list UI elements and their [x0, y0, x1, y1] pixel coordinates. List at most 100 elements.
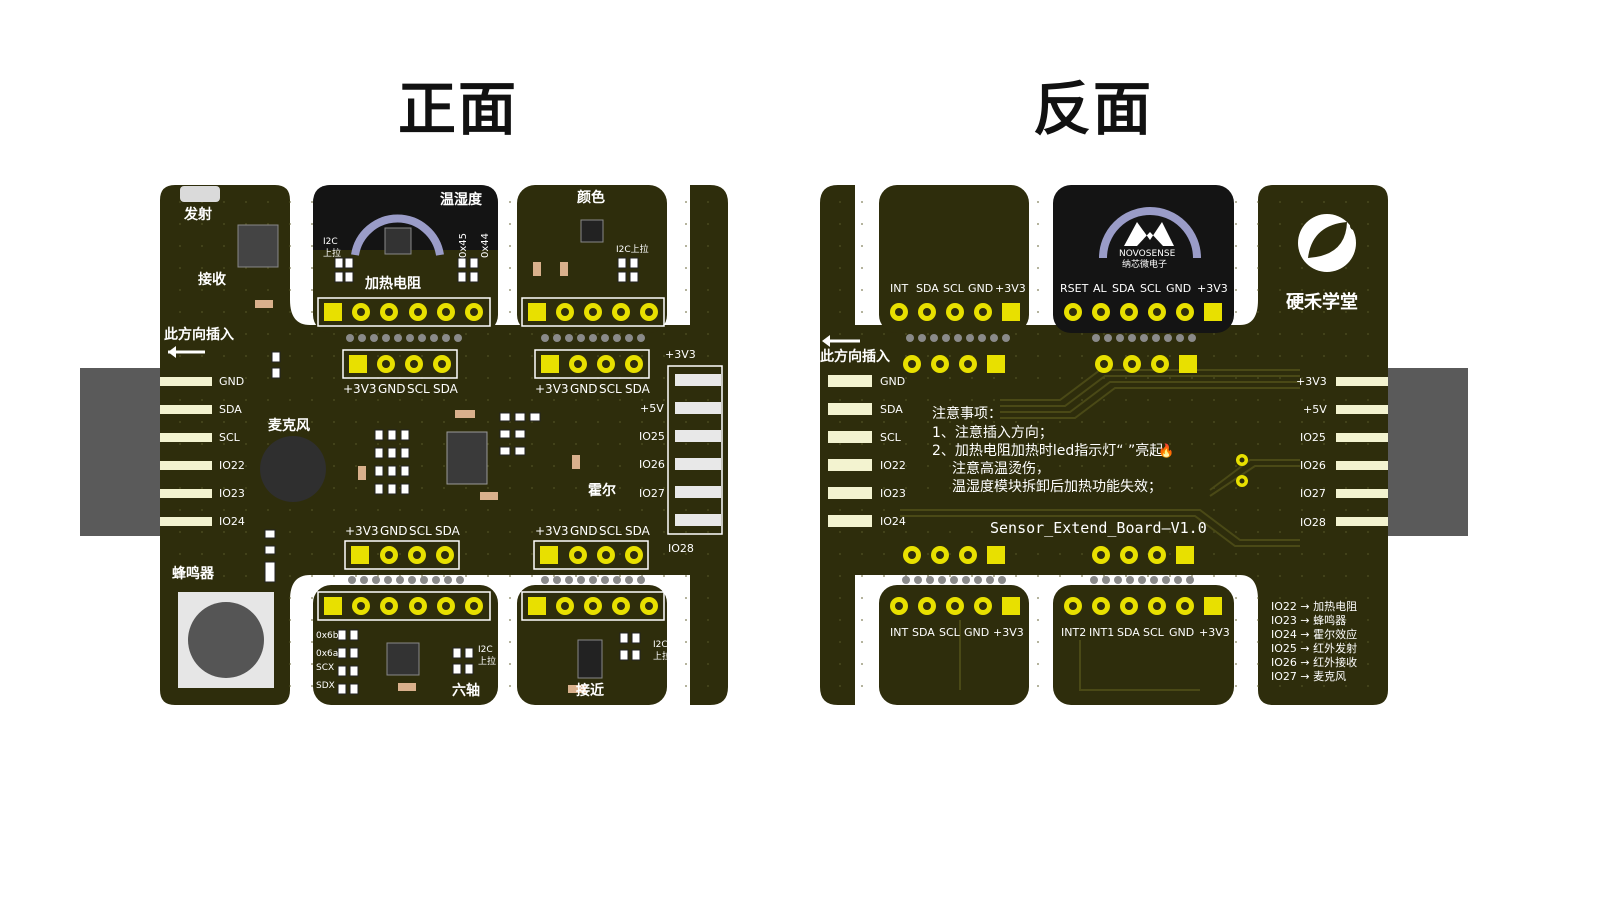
back-pin-label: SDA — [916, 282, 939, 295]
label-addr-45: 0x45 — [458, 233, 469, 258]
brand-name: 硬禾学堂 — [1286, 291, 1358, 313]
front-right-label: IO25 — [639, 430, 665, 443]
front-pin-label: +3V3 — [343, 382, 377, 396]
label-insert-back: 此方向插入 — [820, 348, 890, 365]
io-map-item: IO24 → 霍尔效应 — [1271, 627, 1357, 641]
label-sdx: SDX — [316, 681, 335, 691]
back-edge-label: SCL — [880, 431, 902, 444]
io-map-item: IO26 → 红外接收 — [1271, 655, 1357, 669]
back-pin-label: SCL — [1143, 626, 1165, 639]
label-i2c-pullup-color: I2C上拉 — [616, 243, 649, 255]
back-right-label: +5V — [1303, 403, 1327, 416]
back-pin-label: +3V3 — [993, 626, 1024, 639]
label-buzzer: 蜂鸣器 — [172, 565, 215, 582]
back-pin-label: GND — [964, 626, 989, 639]
io-map-item: IO25 → 红外发射 — [1271, 641, 1357, 655]
label-addr-6a: 0x6a — [316, 649, 338, 659]
microphone — [260, 436, 326, 502]
notes-title: 注意事项： — [932, 405, 1002, 422]
front-pin-label: +3V3 — [535, 382, 569, 396]
front-right-label: +5V — [640, 402, 664, 415]
notes-line: 1、注意插入方向； — [932, 424, 1053, 441]
novosense-ring — [1099, 207, 1201, 259]
front-pin-label: SCL — [409, 524, 432, 538]
back-module-proximity — [879, 585, 1029, 705]
label-hall: 霍尔 — [588, 482, 616, 499]
label-addr-6b: 0x6b — [316, 631, 339, 641]
novosense-logo-icon — [1124, 222, 1174, 246]
front-title: 正面 — [398, 75, 519, 143]
io-map-item: IO27 → 麦克风 — [1271, 670, 1346, 683]
front-pin-label: GND — [378, 382, 406, 396]
back-edge-label: GND — [880, 375, 905, 388]
label-receive: 接收 — [198, 271, 227, 288]
back-pin-label: INT2 — [1061, 626, 1086, 639]
back-pin-label: SDA — [1112, 282, 1135, 295]
label-pullup-prox: 上拉 — [653, 650, 671, 662]
center-chip — [446, 431, 488, 485]
front-right-label: IO26 — [639, 458, 665, 471]
back-pin-label: GND — [1166, 282, 1191, 295]
front-pin-label: SDA — [435, 524, 461, 538]
front-pin-label: GND — [570, 524, 598, 538]
back-pin-label: +3V3 — [1197, 282, 1228, 295]
io-map-item: IO22 → 加热电阻 — [1271, 600, 1357, 613]
label-mic: 麦克风 — [268, 417, 310, 434]
front-pin-label: +3V3 — [345, 524, 379, 538]
back-right-label: IO27 — [1300, 487, 1326, 500]
back-pin-label: RSET — [1060, 282, 1089, 295]
front-module-color — [517, 185, 667, 333]
back-module-sixaxis — [1053, 585, 1234, 705]
back-right-label: IO28 — [1300, 516, 1326, 529]
label-six-axis: 六轴 — [452, 682, 480, 699]
front-pin-label: SDA — [625, 524, 651, 538]
io-map-item: IO23 → 蜂鸣器 — [1271, 613, 1346, 627]
back-pin-label: GND — [968, 282, 993, 295]
label-addr-44: 0x44 — [480, 233, 491, 258]
novosense-cn: 纳芯微电子 — [1122, 258, 1167, 270]
back-pin-label: +3V3 — [1199, 626, 1230, 639]
back-edge-connector — [1388, 368, 1468, 536]
label-i2c-prox: I2C — [653, 640, 668, 650]
notes-line: 温湿度模块拆卸后加热功能失效； — [952, 479, 1162, 495]
back-edge-label: IO23 — [880, 487, 906, 500]
front-edge-label: GND — [219, 375, 244, 388]
back-pin-label: SDA — [912, 626, 935, 639]
front-edge-label: IO22 — [219, 459, 245, 472]
front-right-label: +3V3 — [665, 348, 696, 361]
label-emit: 发射 — [183, 206, 212, 223]
back-pin-label: SCL — [1140, 282, 1162, 295]
front-pin-label: SCL — [599, 524, 622, 538]
back-pin-label: +3V3 — [995, 282, 1026, 295]
back-pin-label: INT — [890, 626, 908, 639]
back-right-label: +3V3 — [1296, 375, 1327, 388]
front-pin-label: SCL — [407, 382, 430, 396]
front-pin-label: +3V3 — [535, 524, 569, 538]
front-edge-label: SDA — [219, 403, 242, 416]
back-edge-label: IO22 — [880, 459, 906, 472]
back-title: 反面 — [1033, 75, 1154, 143]
front-right-label: IO27 — [639, 487, 665, 500]
back-pin-label: AL — [1093, 282, 1108, 295]
back-right-label: IO26 — [1300, 459, 1326, 472]
back-module-color — [879, 185, 1029, 333]
front-pin-label: SDA — [625, 382, 651, 396]
front-pin-label: SDA — [433, 382, 459, 396]
label-insert-front: 此方向插入 — [164, 326, 234, 343]
front-edge-label: SCL — [219, 431, 241, 444]
novosense-text: NOVOSENSE — [1119, 249, 1176, 259]
back-pin-label: INT1 — [1089, 626, 1114, 639]
front-edge-label: IO23 — [219, 487, 245, 500]
label-proximity: 接近 — [576, 682, 604, 699]
label-pullup-temp: 上拉 — [323, 247, 341, 259]
front-right-label: IO28 — [668, 542, 694, 555]
back-edge-label: IO24 — [880, 515, 906, 528]
back-module-temp — [1053, 185, 1234, 333]
label-color: 颜色 — [577, 189, 605, 206]
back-right-label: IO25 — [1300, 431, 1326, 444]
board-name: Sensor_Extend_Board—V1.0 — [990, 519, 1207, 537]
front-edge-label: IO24 — [219, 515, 245, 528]
back-edge-label: SDA — [880, 403, 903, 416]
label-pullup-six: 上拉 — [478, 655, 496, 667]
